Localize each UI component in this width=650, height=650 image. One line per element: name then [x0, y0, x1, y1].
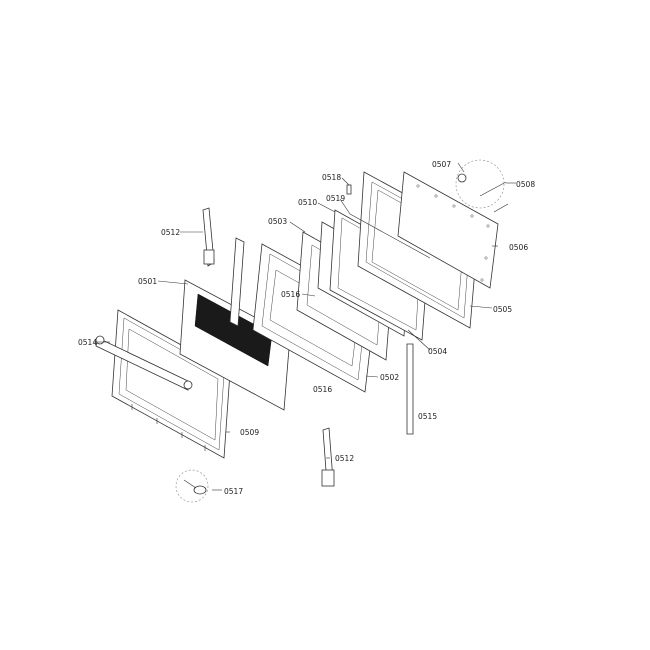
- callout-0509: 0509: [240, 428, 259, 437]
- top-seal: [349, 213, 431, 259]
- callout-0512-upper: 0512: [161, 228, 180, 237]
- callout-0510: 0510: [298, 198, 317, 207]
- callout-0512-lower: 0512: [335, 454, 354, 463]
- callout-0505: 0505: [493, 305, 512, 314]
- door-gasket-strip: [406, 343, 414, 435]
- small-clip: [346, 184, 352, 195]
- callout-0507: 0507: [432, 160, 451, 169]
- callout-0506: 0506: [509, 243, 528, 252]
- callout-0503: 0503: [268, 217, 287, 226]
- callout-0502: 0502: [380, 373, 399, 382]
- side-trim-strip: [229, 237, 245, 327]
- callout-0516-lower: 0516: [313, 385, 332, 394]
- inner-back-panel: [397, 171, 499, 289]
- screw-detail: [175, 469, 209, 503]
- callout-0519: 0519: [326, 194, 345, 203]
- leader-lines: [94, 162, 516, 491]
- callout-0514: 0514: [78, 338, 97, 347]
- window-screen: [194, 293, 273, 367]
- bolt-detail: [455, 159, 509, 213]
- callout-0516-upper: 0516: [281, 290, 300, 299]
- hinge-upper: [202, 207, 215, 267]
- callout-0501: 0501: [138, 277, 157, 286]
- callout-0517: 0517: [224, 487, 243, 496]
- callout-0504: 0504: [428, 347, 447, 356]
- callout-0515: 0515: [418, 412, 437, 421]
- hinge-lower: [321, 427, 335, 487]
- callout-0518: 0518: [322, 173, 341, 182]
- glass-panel: [179, 279, 291, 411]
- callout-0508: 0508: [516, 180, 535, 189]
